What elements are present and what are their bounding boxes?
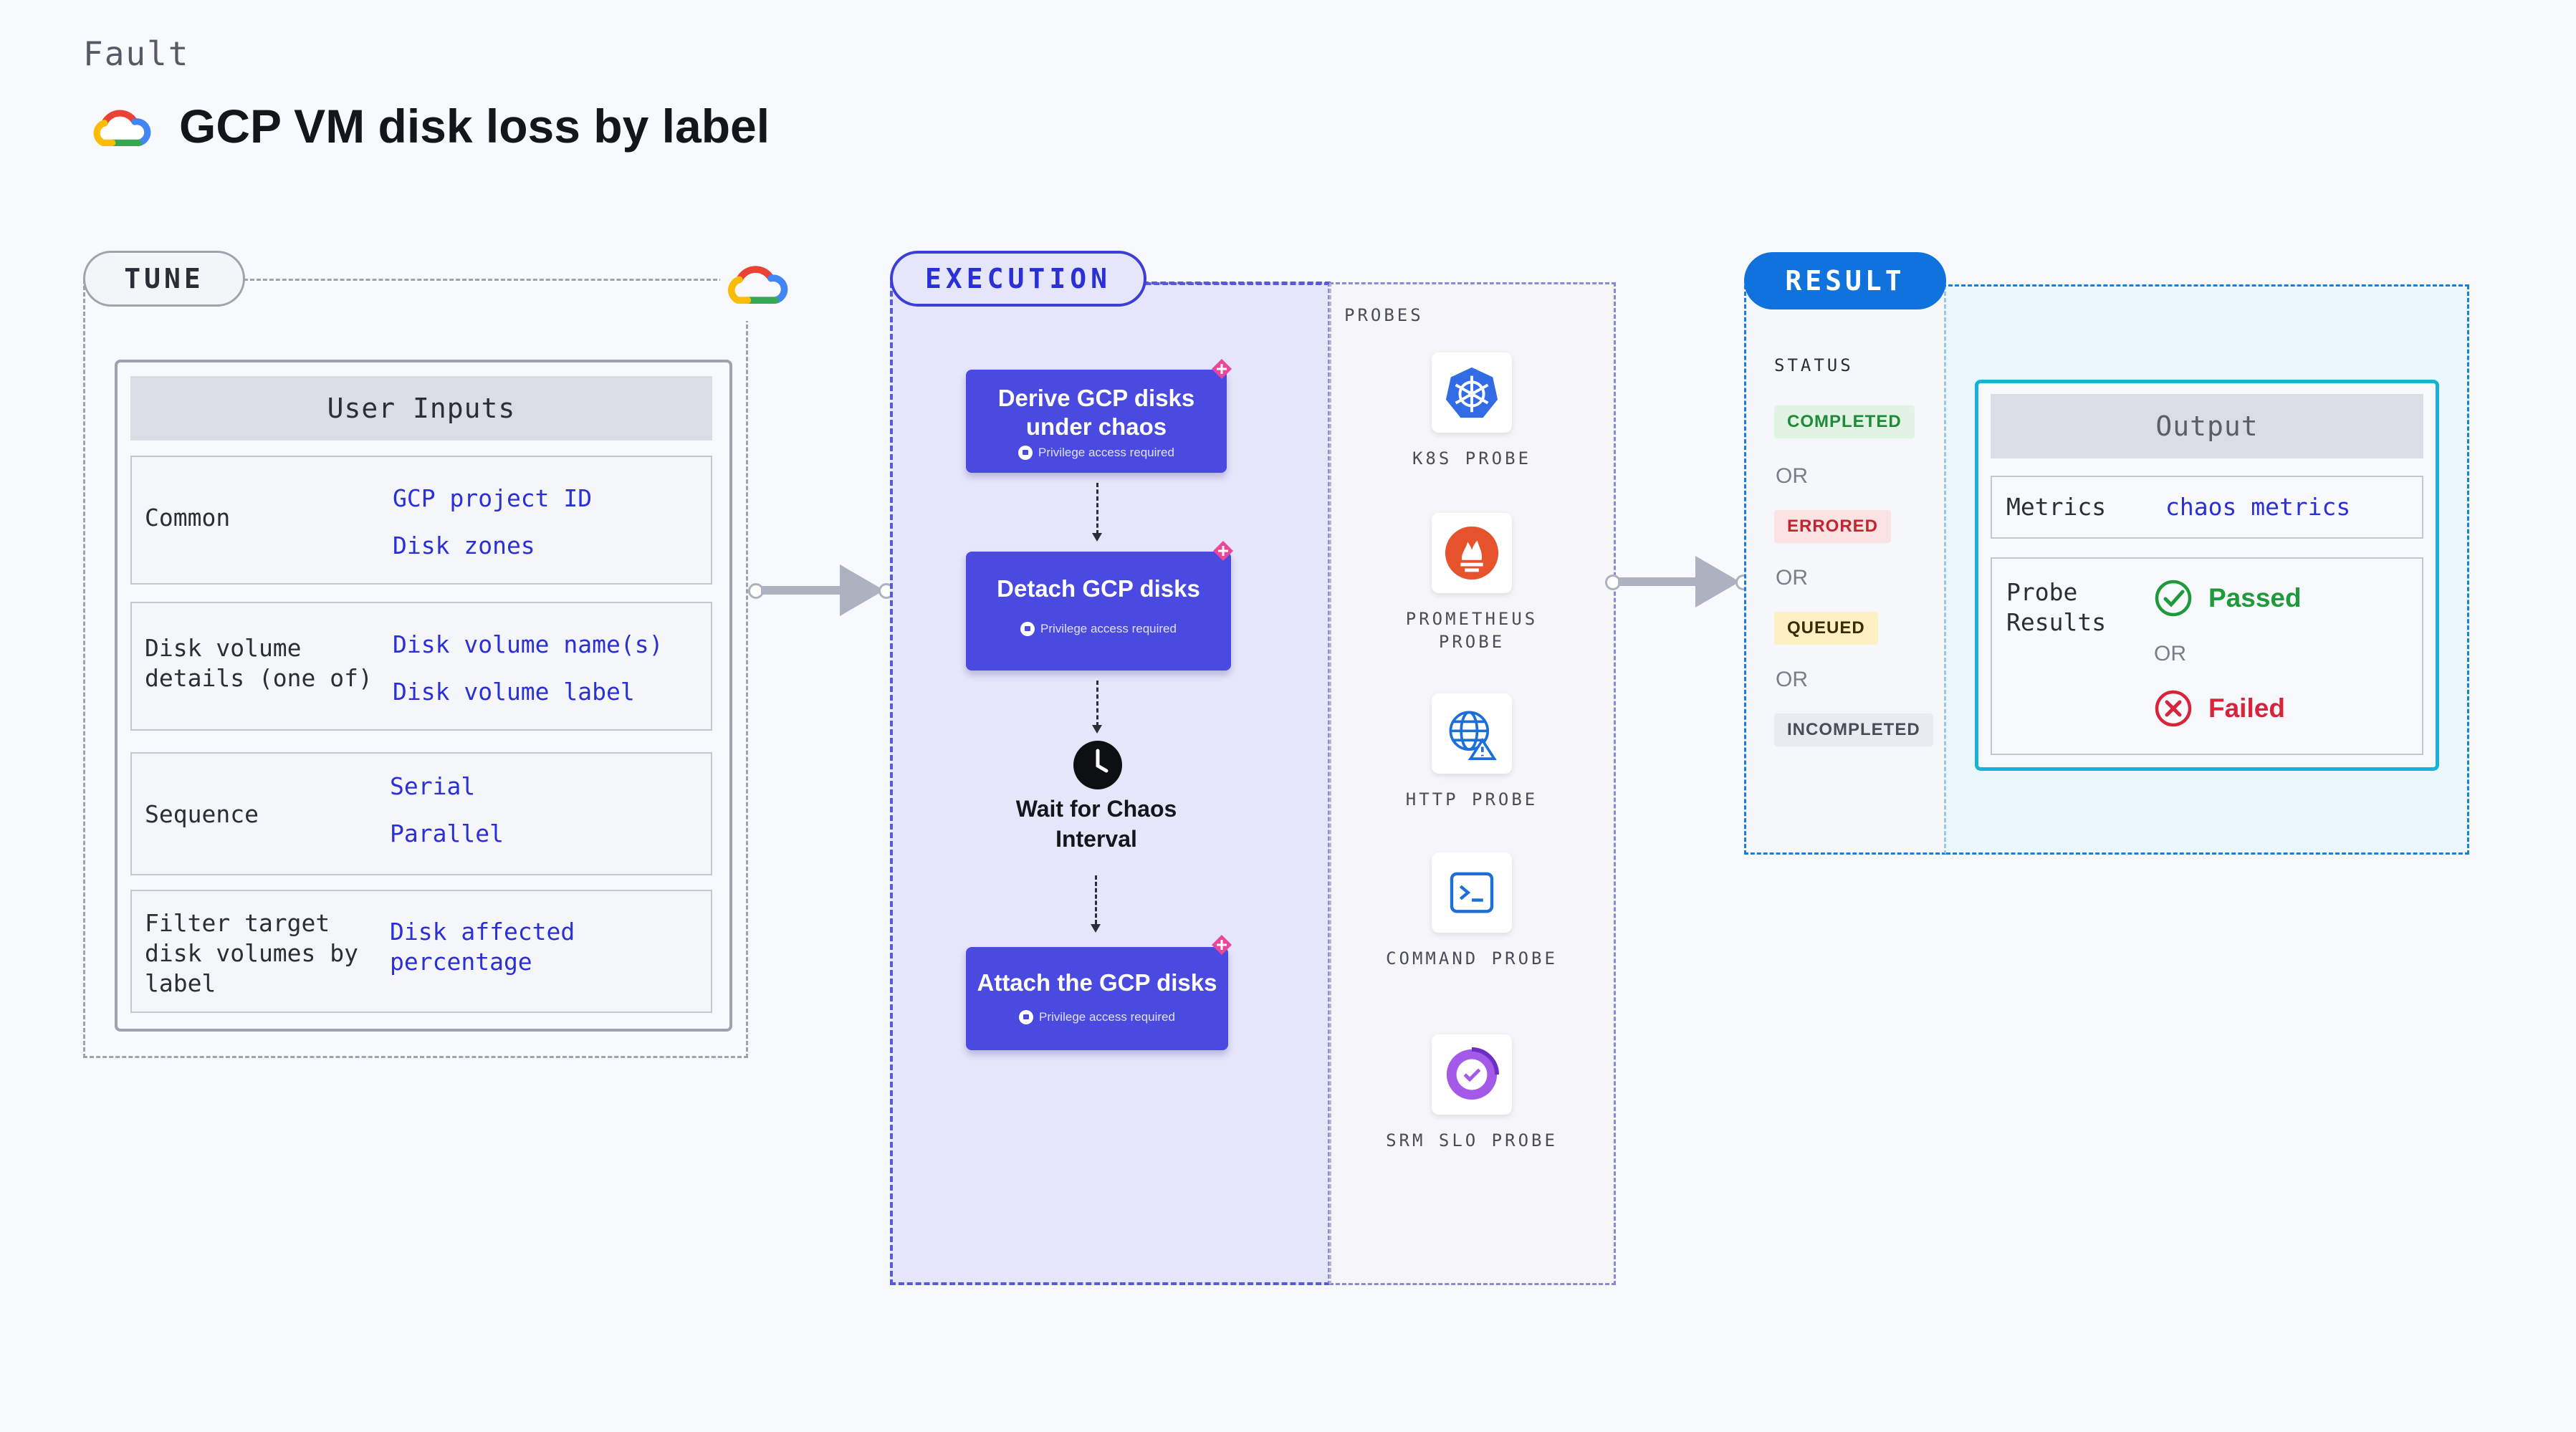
privilege-note-text: Privilege access required: [1040, 622, 1177, 635]
execution-section-top-border: [1143, 282, 1331, 284]
connector-arrow: [840, 564, 884, 616]
status-badge-queued: QUEUED: [1774, 612, 1878, 645]
failed-label: Failed: [2208, 693, 2285, 723]
result-tag: RESULT: [1744, 252, 1946, 309]
http-probe-card: [1432, 693, 1512, 774]
privilege-note: Privilege access required: [966, 446, 1227, 460]
flow-arrow: [1091, 924, 1101, 933]
flow-line: [1096, 483, 1098, 534]
probes-section: [1329, 282, 1616, 1285]
input-row-label: Common: [145, 504, 231, 532]
privilege-note-text: Privilege access required: [1039, 1010, 1175, 1024]
terminal-icon: [1450, 872, 1494, 913]
input-row-label: Filter target disk volumes by label: [145, 909, 359, 997]
srm-slo-probe-card: [1432, 1034, 1512, 1115]
k8s-probe-card: [1432, 352, 1512, 433]
status-badge-completed: COMPLETED: [1774, 405, 1915, 438]
chaos-badge-icon: [1213, 541, 1233, 561]
tune-tag: TUNE: [83, 251, 245, 307]
step-derive-gcp-disks: Derive GCP disks under chaos Privilege a…: [966, 370, 1227, 473]
output-title: Output: [1991, 394, 2423, 458]
or-separator: OR: [1776, 566, 1808, 590]
probe-label: HTTP PROBE: [1405, 789, 1538, 809]
prometheus-probe-card: [1432, 513, 1512, 593]
kubernetes-icon: [1445, 367, 1498, 418]
probes-label: PROBES: [1344, 305, 1424, 325]
input-row-sequence: Sequence Serial Parallel: [130, 752, 712, 875]
step-title: Detach GCP disks: [997, 575, 1200, 602]
or-separator: OR: [1776, 464, 1808, 488]
input-row-filter-target: Filter target disk volumes by label Disk…: [130, 890, 712, 1013]
probe-label: COMMAND PROBE: [1386, 948, 1558, 969]
input-value: GCP project ID: [393, 484, 593, 512]
tune-section: [83, 279, 748, 1058]
connector-arrow: [1695, 556, 1740, 607]
lock-icon: [1018, 446, 1033, 460]
input-value: Disk zones: [393, 532, 535, 559]
flow-line: [1095, 875, 1097, 924]
status-label: STATUS: [1774, 355, 1854, 375]
clock-icon: [1073, 741, 1122, 789]
step-title: Derive GCP disks under chaos: [997, 385, 1195, 440]
command-probe-card: [1432, 852, 1512, 933]
metrics-value: chaos metrics: [2165, 493, 2351, 521]
probe-label: PROMETHEUS PROBE: [1405, 609, 1538, 652]
http-globe-icon: [1449, 711, 1497, 760]
lock-icon: [1020, 622, 1035, 636]
input-value: Disk affected percentage: [390, 918, 575, 976]
execution-tag: EXECUTION: [890, 251, 1146, 307]
connector-line: [1618, 577, 1697, 586]
slo-gauge-icon: [1446, 1047, 1500, 1100]
input-row-label: Sequence: [145, 800, 259, 828]
step-detach-gcp-disks: Detach GCP disks Privilege access requir…: [966, 552, 1231, 671]
chaos-badge-icon: [1212, 935, 1232, 955]
flow-line: [1096, 681, 1098, 726]
status-badge-incompleted: INCOMPLETED: [1774, 713, 1933, 746]
tune-section-top-border: [244, 279, 724, 281]
privilege-note: Privilege access required: [966, 622, 1231, 636]
input-value: Parallel: [390, 820, 504, 847]
input-value: Disk volume label: [393, 678, 635, 706]
input-row-disk-volume-details: Disk volume details (one of) Disk volume…: [130, 602, 712, 731]
google-cloud-logo-icon: [720, 252, 789, 321]
privilege-note-text: Privilege access required: [1038, 446, 1174, 459]
passed-label: Passed: [2208, 583, 2302, 612]
user-inputs-title: User Inputs: [130, 376, 712, 441]
or-separator: OR: [2154, 642, 2186, 665]
metrics-label: Metrics: [2006, 493, 2107, 521]
prometheus-icon: [1445, 526, 1499, 580]
result-section-top-border: [1942, 284, 2469, 287]
x-circle-icon: [2155, 690, 2192, 727]
step-attach-gcp-disks: Attach the GCP disks Privilege access re…: [966, 947, 1228, 1050]
lock-icon: [1019, 1010, 1034, 1024]
page-title: GCP VM disk loss by label: [179, 100, 770, 153]
or-separator: OR: [1776, 668, 1808, 691]
probe-label: K8S PROBE: [1412, 448, 1532, 468]
probe-label: SRM SLO PROBE: [1386, 1130, 1558, 1150]
chaos-badge-icon: [1212, 359, 1232, 379]
wait-for-chaos-interval: Wait for Chaos Interval: [1015, 796, 1177, 852]
status-badge-errored: ERRORED: [1774, 510, 1892, 543]
metrics-row: [1991, 476, 2423, 539]
fault-kicker: Fault: [83, 34, 190, 73]
result-status-column: [1744, 285, 1946, 855]
privilege-note: Privilege access required: [966, 1010, 1228, 1024]
input-row-common: Common GCP project ID Disk zones: [130, 456, 712, 585]
probe-results-label: Probe Results: [2006, 578, 2107, 636]
google-cloud-logo-icon: [93, 110, 151, 146]
check-circle-icon: [2155, 580, 2192, 617]
probe-results-row: [1991, 557, 2423, 755]
input-value: Disk volume name(s): [393, 630, 664, 658]
input-row-label: Disk volume details (one of): [145, 634, 373, 692]
step-title: Attach the GCP disks: [977, 969, 1217, 996]
connector-line: [761, 586, 841, 595]
input-value: Serial: [390, 772, 476, 800]
flow-arrow: [1092, 725, 1102, 734]
flow-arrow: [1092, 533, 1102, 542]
